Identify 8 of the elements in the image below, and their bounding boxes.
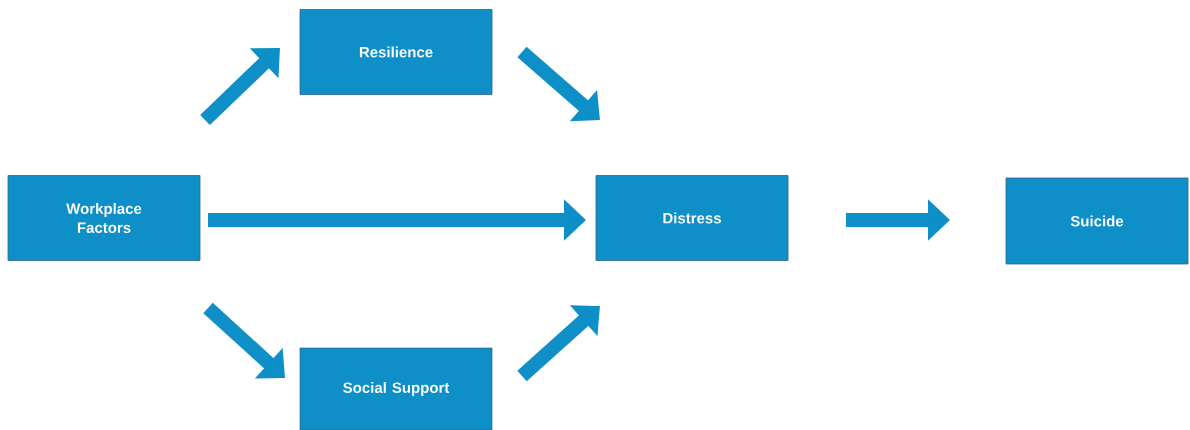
process-box: Resilience xyxy=(299,9,493,95)
process-box: Workplace Factors xyxy=(7,175,201,261)
process-box: Social Support xyxy=(299,347,493,430)
process-box: Suicide xyxy=(1005,177,1189,265)
process-box: Distress xyxy=(595,175,789,261)
block-arrow xyxy=(203,302,285,379)
block-arrow xyxy=(200,48,280,126)
block-arrow xyxy=(517,305,600,382)
